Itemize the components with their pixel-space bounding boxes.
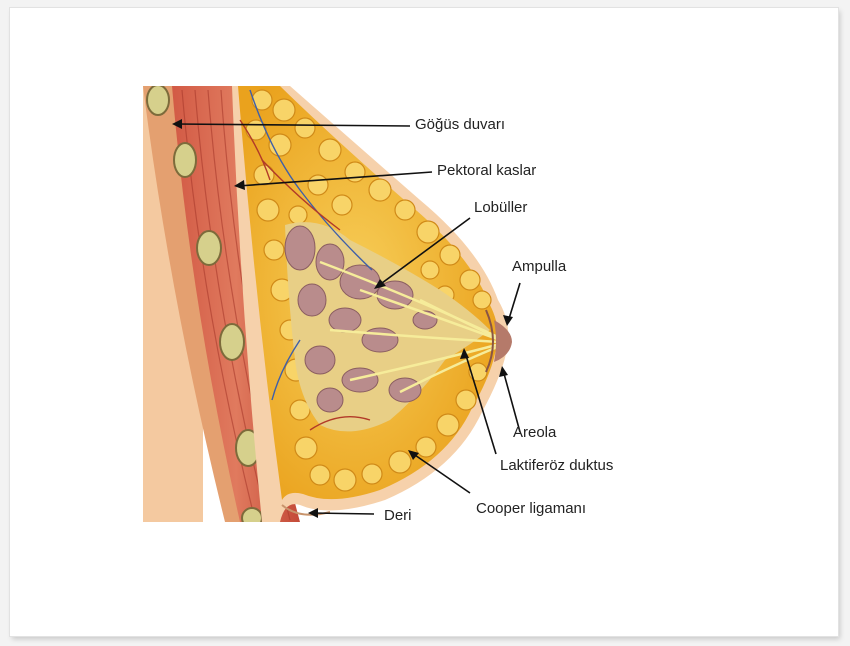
label-chest-wall: Göğüs duvarı: [415, 116, 505, 133]
label-pectoral-muscles: Pektoral kaslar: [437, 162, 536, 179]
label-skin: Deri: [384, 507, 412, 524]
label-cooper-ligament: Cooper ligamanı: [476, 500, 586, 517]
label-ampulla: Ampulla: [512, 258, 566, 275]
label-lobules: Lobüller: [474, 199, 527, 216]
label-lactiferous-duct: Laktiferöz duktus: [500, 457, 613, 474]
nipple: [494, 320, 512, 362]
label-areola: Areola: [513, 424, 556, 441]
